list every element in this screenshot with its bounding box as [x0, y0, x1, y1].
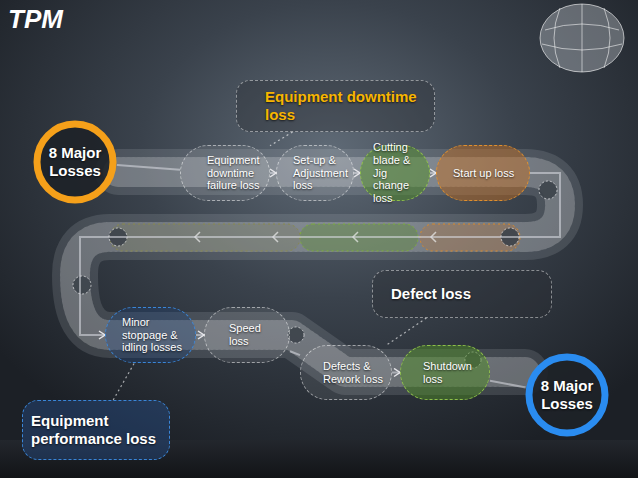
ring: [37, 124, 113, 200]
belt-connector: [196, 334, 204, 336]
node-label: Speed loss: [229, 322, 269, 348]
process-pill: Defects & Rework loss: [300, 345, 392, 400]
ring: [529, 357, 605, 433]
pulley: [539, 181, 557, 199]
process-pill: Set-up & Adjustment loss: [276, 145, 354, 201]
start-circle: 8 Major Losses: [33, 120, 117, 204]
node-label: Cutting blade & Jig change loss: [373, 141, 425, 206]
node-label: Equipment downtime loss: [265, 88, 430, 123]
process-pill: Equipment downtime failure loss: [180, 145, 270, 201]
node-label: 8 Major Losses: [533, 377, 601, 412]
belt-connector: [490, 381, 526, 388]
globe: [540, 4, 624, 72]
callout-box: Defect loss: [372, 270, 552, 318]
page-title: TPM: [8, 4, 63, 35]
process-pill: Start up loss: [436, 145, 530, 201]
node-label: Equipment downtime failure loss: [207, 154, 265, 193]
belt-texture: [75, 172, 560, 372]
globe-grid: [542, 4, 622, 72]
node-label: Defects & Rework loss: [323, 360, 387, 386]
belt-connector: [392, 372, 400, 374]
leader-line: [387, 318, 427, 345]
conveyor-belt: [75, 172, 560, 372]
end-circle: 8 Major Losses: [525, 353, 609, 437]
process-pill: Minor stoppage & idling losses: [105, 307, 196, 363]
node-label: Minor stoppage & idling losses: [122, 316, 193, 355]
node-label: Defect loss: [391, 285, 471, 303]
process-pill: Speed loss: [204, 307, 290, 363]
pulley: [73, 276, 91, 294]
node-label: Start up loss: [453, 167, 514, 180]
globe-graphic: [540, 4, 624, 72]
callout-box: Equipment performance loss: [22, 400, 170, 460]
process-pill: Cutting blade & Jig change loss: [360, 145, 430, 201]
leader-line: [270, 132, 293, 146]
belt-connector: [117, 165, 180, 170]
leader-line: [113, 363, 134, 400]
process-pill: Shutdown loss: [400, 345, 490, 400]
node-label: Equipment performance loss: [31, 412, 165, 447]
belt-connector: [290, 351, 300, 355]
pulley: [288, 327, 304, 343]
node-label: Shutdown loss: [423, 360, 485, 386]
callout-box: Equipment downtime loss: [236, 80, 435, 132]
node-label: 8 Major Losses: [41, 144, 109, 179]
node-label: Set-up & Adjustment loss: [293, 154, 349, 193]
